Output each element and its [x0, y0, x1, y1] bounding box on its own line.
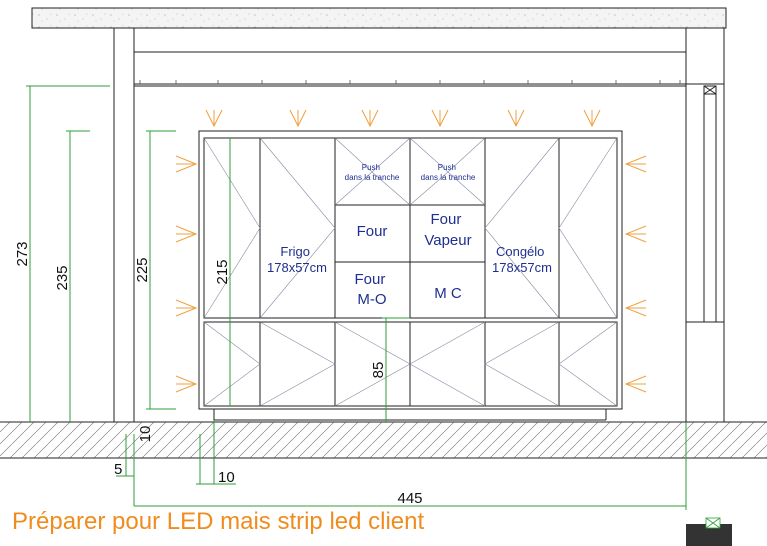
- floor-slab: [0, 421, 767, 459]
- ceiling-slab: [31, 7, 727, 29]
- dimension-labels: 273 235 225 215 85 10 5 10 445: [14, 241, 423, 507]
- mc-label: M C: [434, 285, 462, 302]
- four-label: Four: [357, 223, 388, 240]
- dimension-lines: [26, 85, 687, 510]
- dim-10-horizontal: 10: [218, 469, 235, 486]
- dim-225: 225: [134, 257, 151, 282]
- door-swing-lines: [203, 137, 618, 407]
- legend-block: [686, 517, 732, 546]
- walls: [113, 28, 725, 422]
- led-marker-left: [175, 155, 198, 393]
- dim-445: 445: [397, 490, 422, 507]
- push-label-right: Push dans la tranche: [421, 163, 476, 182]
- unit-labels: Push dans la tranche Push dans la tranch…: [267, 163, 552, 308]
- led-marker-top: [205, 109, 601, 128]
- dim-235: 235: [54, 265, 71, 290]
- dim-5: 5: [114, 461, 122, 478]
- led-marker-right: [624, 155, 647, 393]
- led-markers: [175, 109, 647, 393]
- four-vapeur-label: Four Vapeur: [424, 211, 471, 249]
- ceiling-brackets: [139, 80, 681, 84]
- four-mo-label: Four M-O: [354, 271, 389, 308]
- frigo-label: Frigo 178x57cm: [267, 244, 327, 275]
- kitchen-unit: [198, 130, 623, 421]
- congelo-label: Congélo 178x57cm: [492, 244, 552, 275]
- led-note: Préparer pour LED mais strip led client: [12, 508, 425, 535]
- push-label-left: Push dans la tranche: [345, 163, 400, 182]
- dim-10-vertical: 10: [137, 426, 154, 443]
- dim-215: 215: [214, 259, 231, 284]
- dim-273: 273: [14, 241, 31, 266]
- dim-85: 85: [370, 362, 387, 379]
